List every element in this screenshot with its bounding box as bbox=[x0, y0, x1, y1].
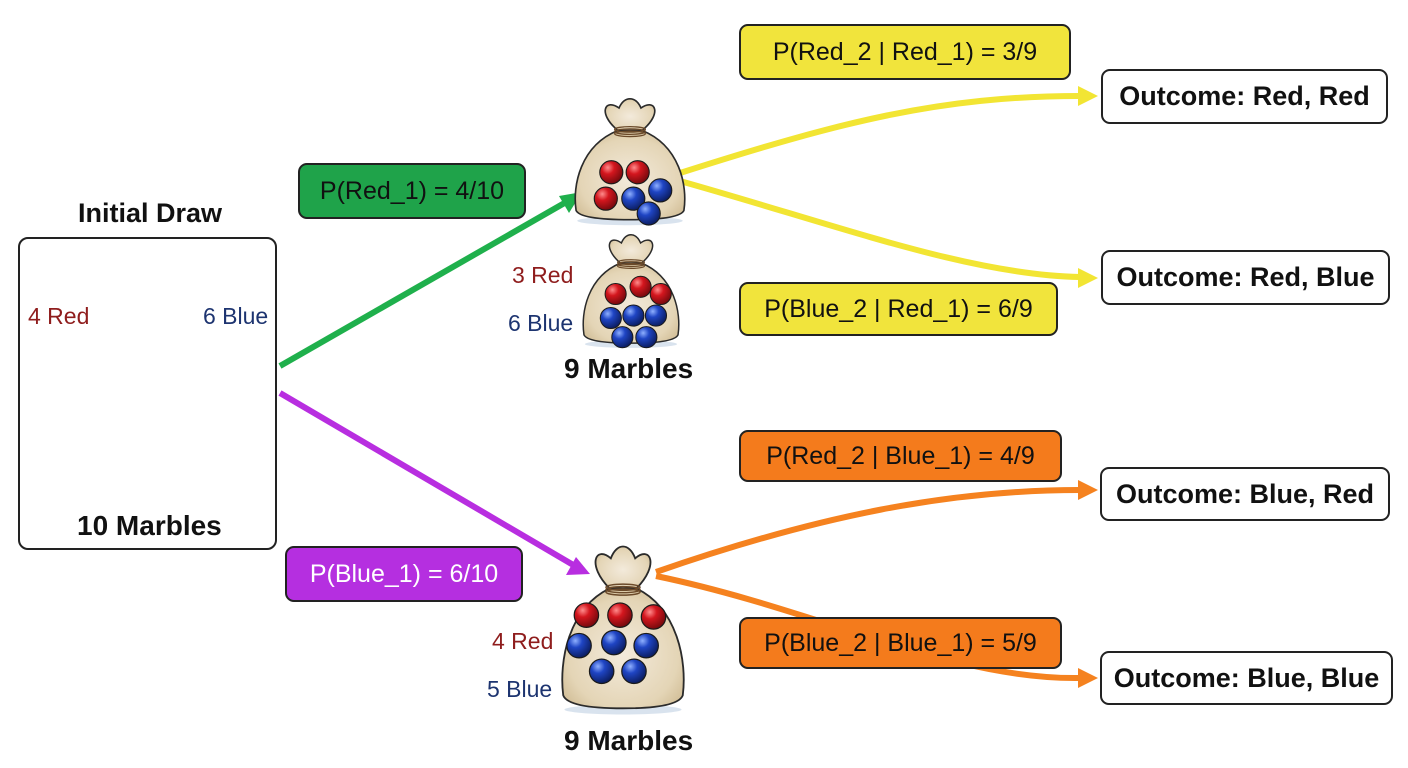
sack-rope bbox=[605, 585, 641, 594]
arrow-head-icon bbox=[1078, 268, 1098, 288]
red-marble bbox=[649, 282, 672, 306]
sack-rope bbox=[613, 128, 647, 136]
red-marble bbox=[604, 282, 627, 306]
blue-marble bbox=[566, 632, 592, 659]
outcome-blue-red: Outcome: Blue, Red bbox=[1100, 467, 1390, 521]
red-marble bbox=[640, 604, 667, 630]
after-red-sack-small bbox=[582, 234, 680, 349]
initial-draw-box bbox=[18, 237, 277, 550]
prob-red2-given-red1-box: P(Red_2 | Red_1) = 3/9 bbox=[739, 24, 1071, 80]
initial-total: 10 Marbles bbox=[77, 510, 222, 541]
branch-blue1-line bbox=[278, 390, 577, 569]
blue-marble bbox=[633, 632, 659, 659]
sack-rope bbox=[605, 588, 641, 596]
after-red-blue-count: 6 Blue bbox=[508, 310, 574, 336]
branch-blue-red-line bbox=[655, 487, 1081, 575]
red-marble bbox=[593, 186, 618, 211]
sack-rope bbox=[616, 259, 646, 266]
sack-rope bbox=[613, 125, 647, 133]
outcome-red-blue: Outcome: Red, Blue bbox=[1101, 250, 1390, 305]
sack-rope bbox=[616, 261, 646, 268]
blue-marble bbox=[621, 658, 647, 685]
initial-red-count: 4 Red bbox=[28, 303, 90, 329]
blue-marble bbox=[621, 186, 646, 211]
after-blue-total: 9 Marbles bbox=[564, 725, 694, 756]
blue-marble bbox=[599, 306, 622, 330]
prob-blue2-given-red1-box: P(Blue_2 | Red_1) = 6/9 bbox=[739, 282, 1058, 336]
branch-red-blue-line bbox=[679, 178, 1081, 280]
blue-marble bbox=[636, 201, 661, 226]
after-red-red-count: 3 Red bbox=[512, 262, 574, 288]
initial-draw-title: Initial Draw bbox=[78, 198, 223, 228]
after-blue-sack bbox=[561, 545, 685, 715]
blue-marble bbox=[611, 326, 634, 349]
sack-top bbox=[608, 234, 654, 264]
sack-top bbox=[604, 98, 656, 132]
sack-rope bbox=[605, 583, 641, 591]
initial-blue-count: 6 Blue bbox=[203, 303, 269, 329]
blue-marble bbox=[635, 326, 658, 349]
prob-red2-given-blue1-box: P(Red_2 | Blue_1) = 4/9 bbox=[739, 430, 1062, 482]
red-marble bbox=[607, 602, 633, 628]
after-red-total: 9 Marbles bbox=[564, 353, 694, 384]
blue-marble bbox=[588, 658, 615, 685]
branch-red1-line bbox=[278, 198, 570, 369]
prob-blue2-given-blue1-box: P(Blue_2 | Blue_1) = 5/9 bbox=[739, 617, 1062, 669]
blue-marble bbox=[644, 304, 668, 327]
after-blue-red-count: 4 Red bbox=[492, 628, 554, 654]
after-blue-blue-count: 5 Blue bbox=[487, 676, 553, 702]
blue-marble bbox=[622, 304, 645, 327]
arrow-head-icon bbox=[1078, 480, 1098, 500]
red-marble bbox=[599, 160, 624, 185]
after-red-sack bbox=[574, 98, 686, 226]
sack-top bbox=[594, 545, 652, 590]
prob-blue1-box: P(Blue_1) = 6/10 bbox=[285, 546, 523, 602]
sack-rope bbox=[613, 130, 647, 138]
sack-rope bbox=[616, 263, 646, 270]
arrow-head-icon bbox=[1078, 668, 1098, 688]
prob-red1-box: P(Red_1) = 4/10 bbox=[298, 163, 526, 219]
outcome-red-red: Outcome: Red, Red bbox=[1101, 69, 1388, 124]
red-marble bbox=[629, 275, 652, 298]
blue-marble bbox=[648, 178, 673, 203]
branch-arrows bbox=[278, 86, 1098, 688]
outcome-blue-blue: Outcome: Blue, Blue bbox=[1100, 651, 1393, 705]
red-marble bbox=[573, 602, 600, 628]
blue-marble bbox=[601, 629, 627, 656]
branch-red-red-line bbox=[679, 93, 1081, 176]
arrow-head-icon bbox=[1078, 86, 1098, 106]
red-marble bbox=[625, 160, 650, 185]
arrow-head-icon bbox=[566, 557, 590, 575]
